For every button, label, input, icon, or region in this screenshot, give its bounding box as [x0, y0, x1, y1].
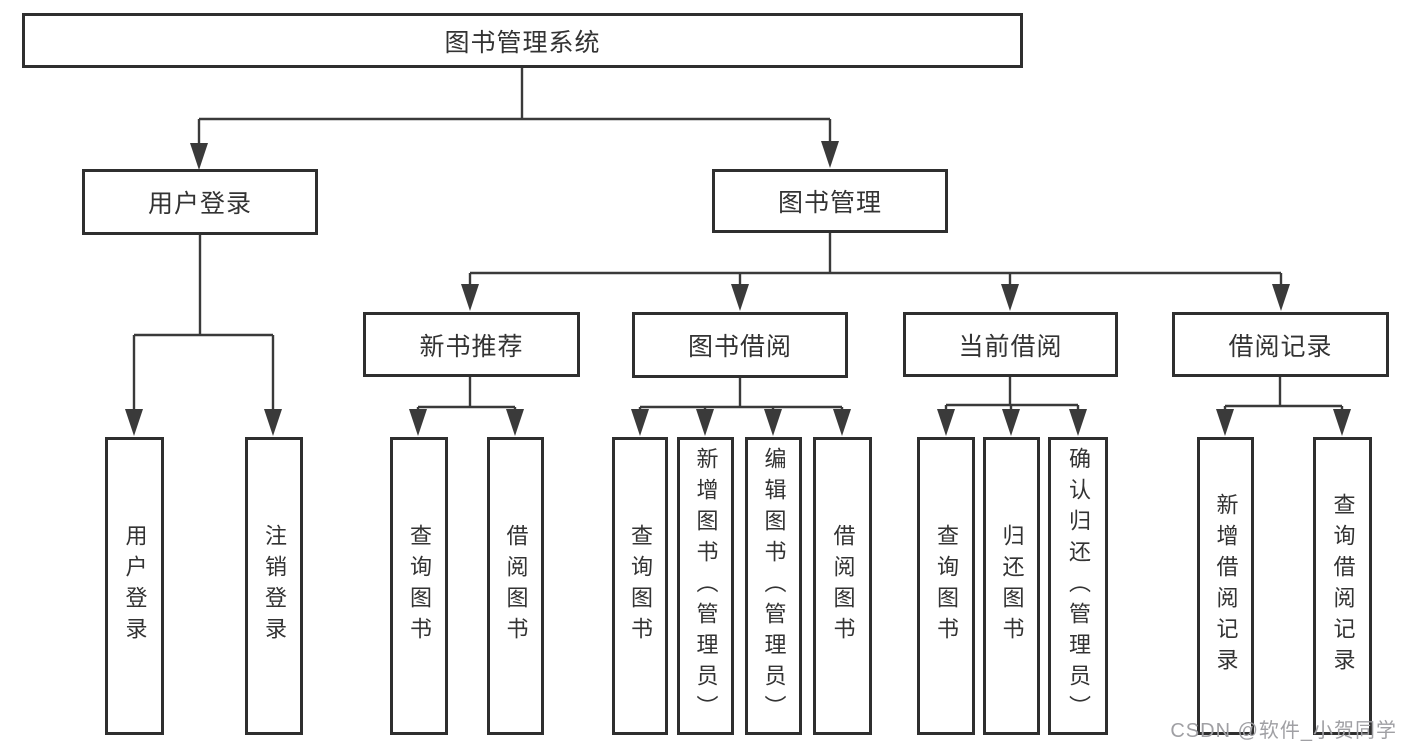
arrow-down-icon: [1002, 409, 1020, 436]
node-new-book-recommendation: 新书推荐: [363, 312, 580, 377]
leaf-label: 归还图书: [999, 524, 1025, 648]
leaf-label: 新增图书（管理员）: [693, 446, 719, 726]
arrow-down-icon: [409, 409, 427, 436]
edge-root-branches: [197, 68, 832, 166]
edge-user-login-children: [132, 235, 275, 430]
leaf-query-borrow-record: 查询借阅记录: [1313, 437, 1372, 735]
arrow-down-icon: [1001, 284, 1019, 311]
edge-book-management-children: [468, 233, 1283, 306]
arrow-down-icon: [190, 143, 208, 170]
edge-book-borrow-children: [638, 378, 844, 430]
arrow-down-icon: [1333, 409, 1351, 436]
arrow-down-icon: [1272, 284, 1290, 311]
node-book-management: 图书管理: [712, 169, 948, 233]
leaf-user-login: 用户登录: [105, 437, 164, 735]
arrow-down-icon: [1216, 409, 1234, 436]
leaf-add-book-admin: 新增图书（管理员）: [677, 437, 734, 735]
leaf-logout-login: 注销登录: [245, 437, 303, 735]
node-borrowing-records-label: 借阅记录: [1228, 332, 1333, 361]
leaf-query-book-recommend: 查询图书: [390, 437, 448, 735]
node-book-borrowing: 图书借阅: [632, 312, 848, 378]
leaf-confirm-return-admin: 确认归还（管理员）: [1048, 437, 1108, 735]
leaf-label: 查询借阅记录: [1330, 493, 1356, 679]
node-book-management-label: 图书管理: [777, 189, 882, 217]
arrow-down-icon: [125, 409, 143, 436]
node-user-login: 用户登录: [82, 169, 318, 235]
leaf-label: 新增借阅记录: [1213, 493, 1239, 679]
node-current-borrowing: 当前借阅: [903, 312, 1118, 377]
node-borrowing-records: 借阅记录: [1172, 312, 1389, 377]
arrow-down-icon: [731, 284, 749, 311]
arrow-down-icon: [1069, 409, 1087, 436]
leaf-edit-book-admin: 编辑图书（管理员）: [745, 437, 802, 735]
leaf-label: 确认归还（管理员）: [1066, 446, 1091, 726]
leaf-label: 编辑图书（管理员）: [761, 446, 787, 726]
watermark: CSDN @软件_小贺同学: [1170, 720, 1397, 742]
arrow-down-icon: [821, 141, 839, 168]
arrow-down-icon: [631, 409, 649, 436]
leaf-borrow-book-borrowing: 借阅图书: [813, 437, 872, 735]
arrow-down-icon: [937, 409, 955, 436]
leaf-query-book-borrowing: 查询图书: [612, 437, 668, 735]
leaf-label: 用户登录: [122, 524, 148, 648]
arrow-down-icon: [764, 409, 782, 436]
node-root: 图书管理系统: [22, 13, 1023, 68]
edge-borrow-record-children: [1223, 377, 1344, 430]
leaf-label: 查询图书: [934, 524, 959, 648]
arrowheads: [125, 141, 1351, 436]
leaf-label: 查询图书: [628, 524, 653, 648]
node-user-login-label: 用户登录: [147, 190, 252, 218]
leaf-label: 借阅图书: [503, 524, 529, 648]
arrow-down-icon: [696, 409, 714, 436]
arrow-down-icon: [506, 409, 524, 436]
leaf-label: 借阅图书: [830, 524, 856, 648]
leaf-query-book-current: 查询图书: [917, 437, 975, 735]
node-book-borrowing-label: 图书借阅: [687, 333, 792, 361]
edge-new-book-children: [416, 377, 517, 430]
node-root-label: 图书管理系统: [444, 28, 601, 57]
leaf-add-borrow-record: 新增借阅记录: [1197, 437, 1254, 735]
leaf-return-book: 归还图书: [983, 437, 1040, 735]
arrow-down-icon: [833, 409, 851, 436]
leaf-label: 注销登录: [262, 524, 287, 648]
leaf-borrow-book-recommend: 借阅图书: [487, 437, 544, 735]
arrow-down-icon: [264, 409, 282, 436]
node-current-borrowing-label: 当前借阅: [958, 332, 1063, 361]
arrow-down-icon: [461, 284, 479, 311]
node-new-book-recommendation-label: 新书推荐: [419, 332, 524, 361]
leaf-label: 查询图书: [407, 524, 432, 648]
